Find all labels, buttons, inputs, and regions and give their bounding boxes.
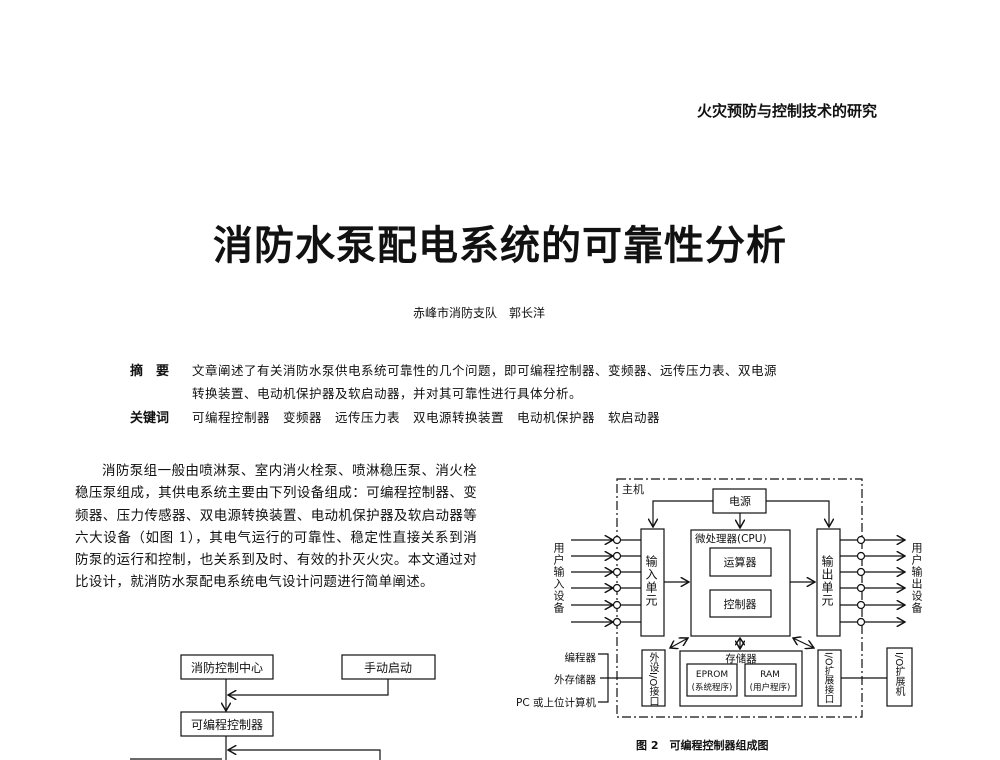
controller-box	[709, 589, 772, 618]
figure-2-diagram	[571, 478, 913, 718]
abstract-label: 摘 要	[130, 364, 170, 379]
keywords: 可编程控制器 变频器 远传压力表 双电源转换装置 电动机保护器 软启动器	[192, 410, 661, 425]
output-terminal	[856, 567, 866, 577]
input-terminal	[612, 535, 622, 545]
user-output-label: 用户输出设备	[910, 542, 923, 614]
figure-1-flowchart	[130, 654, 436, 760]
eprom-box	[686, 663, 738, 697]
alu-box	[709, 547, 772, 577]
article-title: 消防水泵配电系统的可靠性分析	[213, 223, 787, 269]
alu-label: 运算器	[724, 555, 757, 569]
ram-label: RAM	[760, 670, 780, 680]
input-terminal	[612, 617, 622, 627]
pc-label: PC 或上位计算机	[516, 696, 597, 709]
io-ext-unit-box	[886, 647, 913, 707]
cpu-label: 微处理器(CPU)	[695, 532, 767, 545]
input-terminal	[612, 600, 622, 610]
io-ext-unit-label: I/O扩展机	[893, 652, 904, 697]
input-terminal	[612, 583, 622, 593]
programmer-label: 编程器	[565, 651, 597, 664]
input-unit-label: 输入单元	[644, 555, 658, 607]
ext-storage-label: 外存储器	[554, 673, 596, 686]
io-ext-port-label: I/O扩展接口	[822, 652, 834, 704]
peripheral-io-label: 外设I/O接口	[647, 652, 658, 707]
figure-2-caption: 图 2 可编程控制器组成图	[636, 738, 768, 752]
user-input-label: 用户输入设备	[552, 542, 565, 614]
output-terminal	[856, 551, 866, 561]
power-label: 电源	[729, 494, 751, 508]
eprom-label: EPROM	[696, 670, 728, 680]
keywords-label: 关键词	[130, 411, 170, 426]
output-terminal	[856, 583, 866, 593]
controller-label: 控制器	[724, 597, 757, 611]
input-terminal	[612, 551, 622, 561]
memory-box	[679, 650, 803, 707]
host-label: 主机	[622, 482, 644, 496]
body-paragraph: 消防泵组一般由喷淋泵、室内消火栓泵、喷淋稳压泵、消火栓稳压泵组成，其供电系统主要…	[75, 463, 477, 591]
cpu-box	[690, 529, 791, 637]
output-terminal	[856, 600, 866, 610]
host-boundary	[616, 478, 863, 718]
fire-control-center-label: 消防控制中心	[191, 660, 263, 675]
output-terminal	[856, 617, 866, 627]
output-unit-box	[816, 528, 841, 637]
output-terminal	[856, 535, 866, 545]
memory-label: 存储器	[725, 652, 757, 665]
manual-start-label: 手动启动	[364, 661, 412, 675]
fire-control-center-box	[180, 654, 274, 680]
abstract-line-2: 转换装置、电动机保护器及软启动器，并对其可靠性进行具体分析。	[192, 386, 583, 401]
ram-sub-label: (用户程序)	[750, 682, 791, 693]
eprom-sub-label: (系统程序)	[692, 682, 733, 693]
author-line: 赤峰市消防支队 郭长洋	[413, 306, 546, 320]
input-terminal	[612, 567, 622, 577]
plc-label: 可编程控制器	[191, 717, 263, 732]
ram-box	[744, 663, 797, 697]
running-header: 火灾预防与控制技术的研究	[697, 102, 878, 120]
abstract-line-1: 文章阐述了有关消防水泵供电系统可靠性的几个问题，即可编程控制器、变频器、远传压力…	[192, 363, 778, 378]
output-unit-label: 输出单元	[820, 555, 834, 607]
